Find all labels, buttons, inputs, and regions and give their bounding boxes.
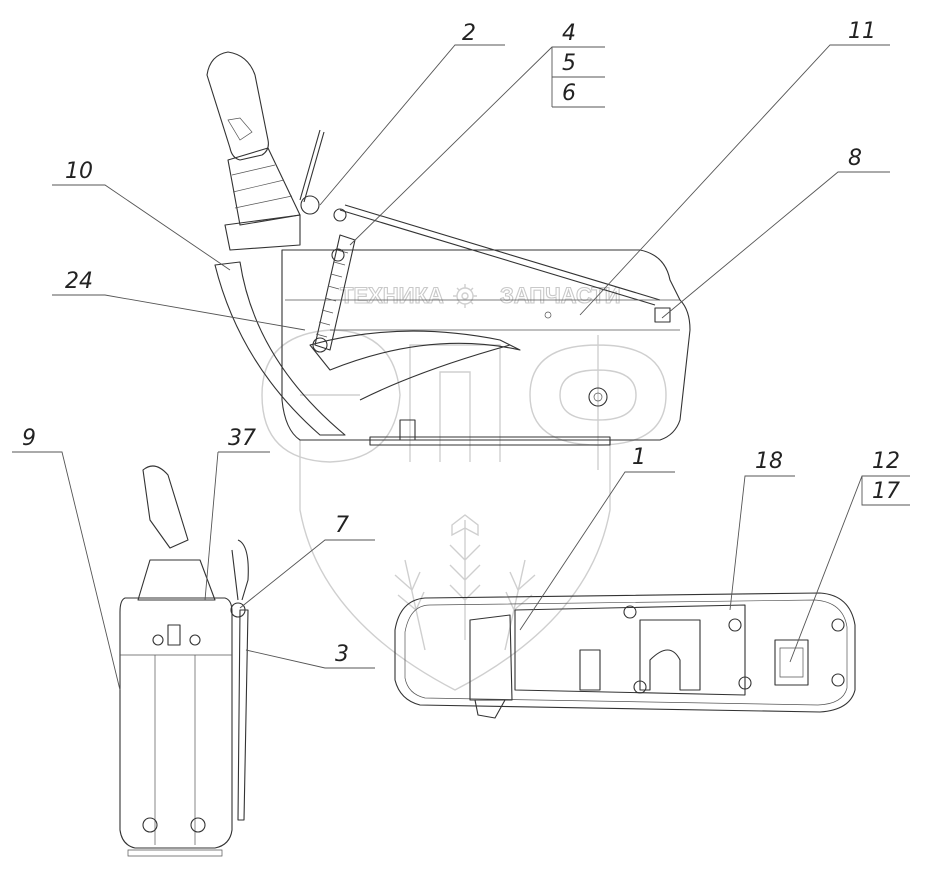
front-joystick-handle (142, 465, 189, 549)
callout-3: 3 (245, 642, 375, 669)
spring-assembly (314, 234, 356, 351)
callout-label: 8 (848, 146, 862, 171)
lever-arm (299, 129, 325, 203)
callouts: 2 4 5 6 11 8 10 24 9 (12, 19, 910, 691)
watermark: ТЕХНИКА ЗАПЧАСТИ (261, 282, 667, 691)
gear-icon (453, 284, 477, 308)
bottom-housing (394, 592, 856, 713)
pivot-joint (300, 195, 320, 215)
bottom-rail (369, 436, 611, 446)
callout-label: 24 (65, 269, 93, 294)
inner-cavity (514, 604, 746, 696)
callout-label: 18 (755, 449, 783, 474)
callout-8: 8 (661, 146, 890, 319)
callout-label: 9 (22, 426, 36, 451)
front-view-assembly (119, 465, 249, 857)
front-housing (119, 597, 233, 849)
side-view-assembly (206, 51, 691, 446)
callout-12-17: 12 17 (789, 449, 910, 663)
callout-9: 9 (12, 426, 121, 691)
u-channel (639, 619, 701, 691)
front-lever (231, 539, 249, 601)
callout-7: 7 (239, 513, 375, 609)
mounting-bolt (588, 387, 608, 407)
rod (339, 204, 661, 306)
callout-37: 37 (204, 426, 270, 601)
callout-label: 10 (65, 159, 93, 184)
guide-slot (309, 330, 521, 371)
watermark-text-right: ЗАПЧАСТИ (500, 283, 621, 308)
callout-24: 24 (52, 269, 306, 331)
callout-4-5-6: 4 5 6 (349, 21, 605, 246)
callout-label: 3 (335, 642, 349, 667)
callout-2: 2 (319, 21, 505, 206)
callout-label: 7 (335, 513, 349, 538)
callout-label: 6 (562, 81, 576, 106)
callout-1: 1 (519, 445, 675, 631)
joystick-handle (206, 51, 269, 161)
watermark-text-left: ТЕХНИКА (340, 283, 444, 308)
callout-label: 11 (848, 19, 876, 44)
console-housing (281, 249, 691, 441)
callout-10: 10 (52, 159, 231, 271)
curved-bracket (214, 261, 346, 436)
callout-label: 1 (632, 445, 646, 470)
bottom-view-assembly (394, 592, 856, 719)
callout-label: 37 (228, 426, 256, 451)
wheat-ears-icon (394, 514, 536, 651)
callout-label: 12 (872, 449, 900, 474)
callout-label: 2 (462, 21, 476, 46)
callout-11: 11 (579, 19, 890, 316)
callout-label: 4 (562, 21, 576, 46)
watermark-letter-e (261, 329, 401, 463)
callout-label: 17 (872, 479, 900, 504)
connector (774, 639, 809, 686)
callout-label: 5 (562, 51, 576, 76)
watermark-shield (299, 440, 611, 691)
callout-18: 18 (729, 449, 795, 611)
watermark-letter-p (409, 344, 501, 462)
